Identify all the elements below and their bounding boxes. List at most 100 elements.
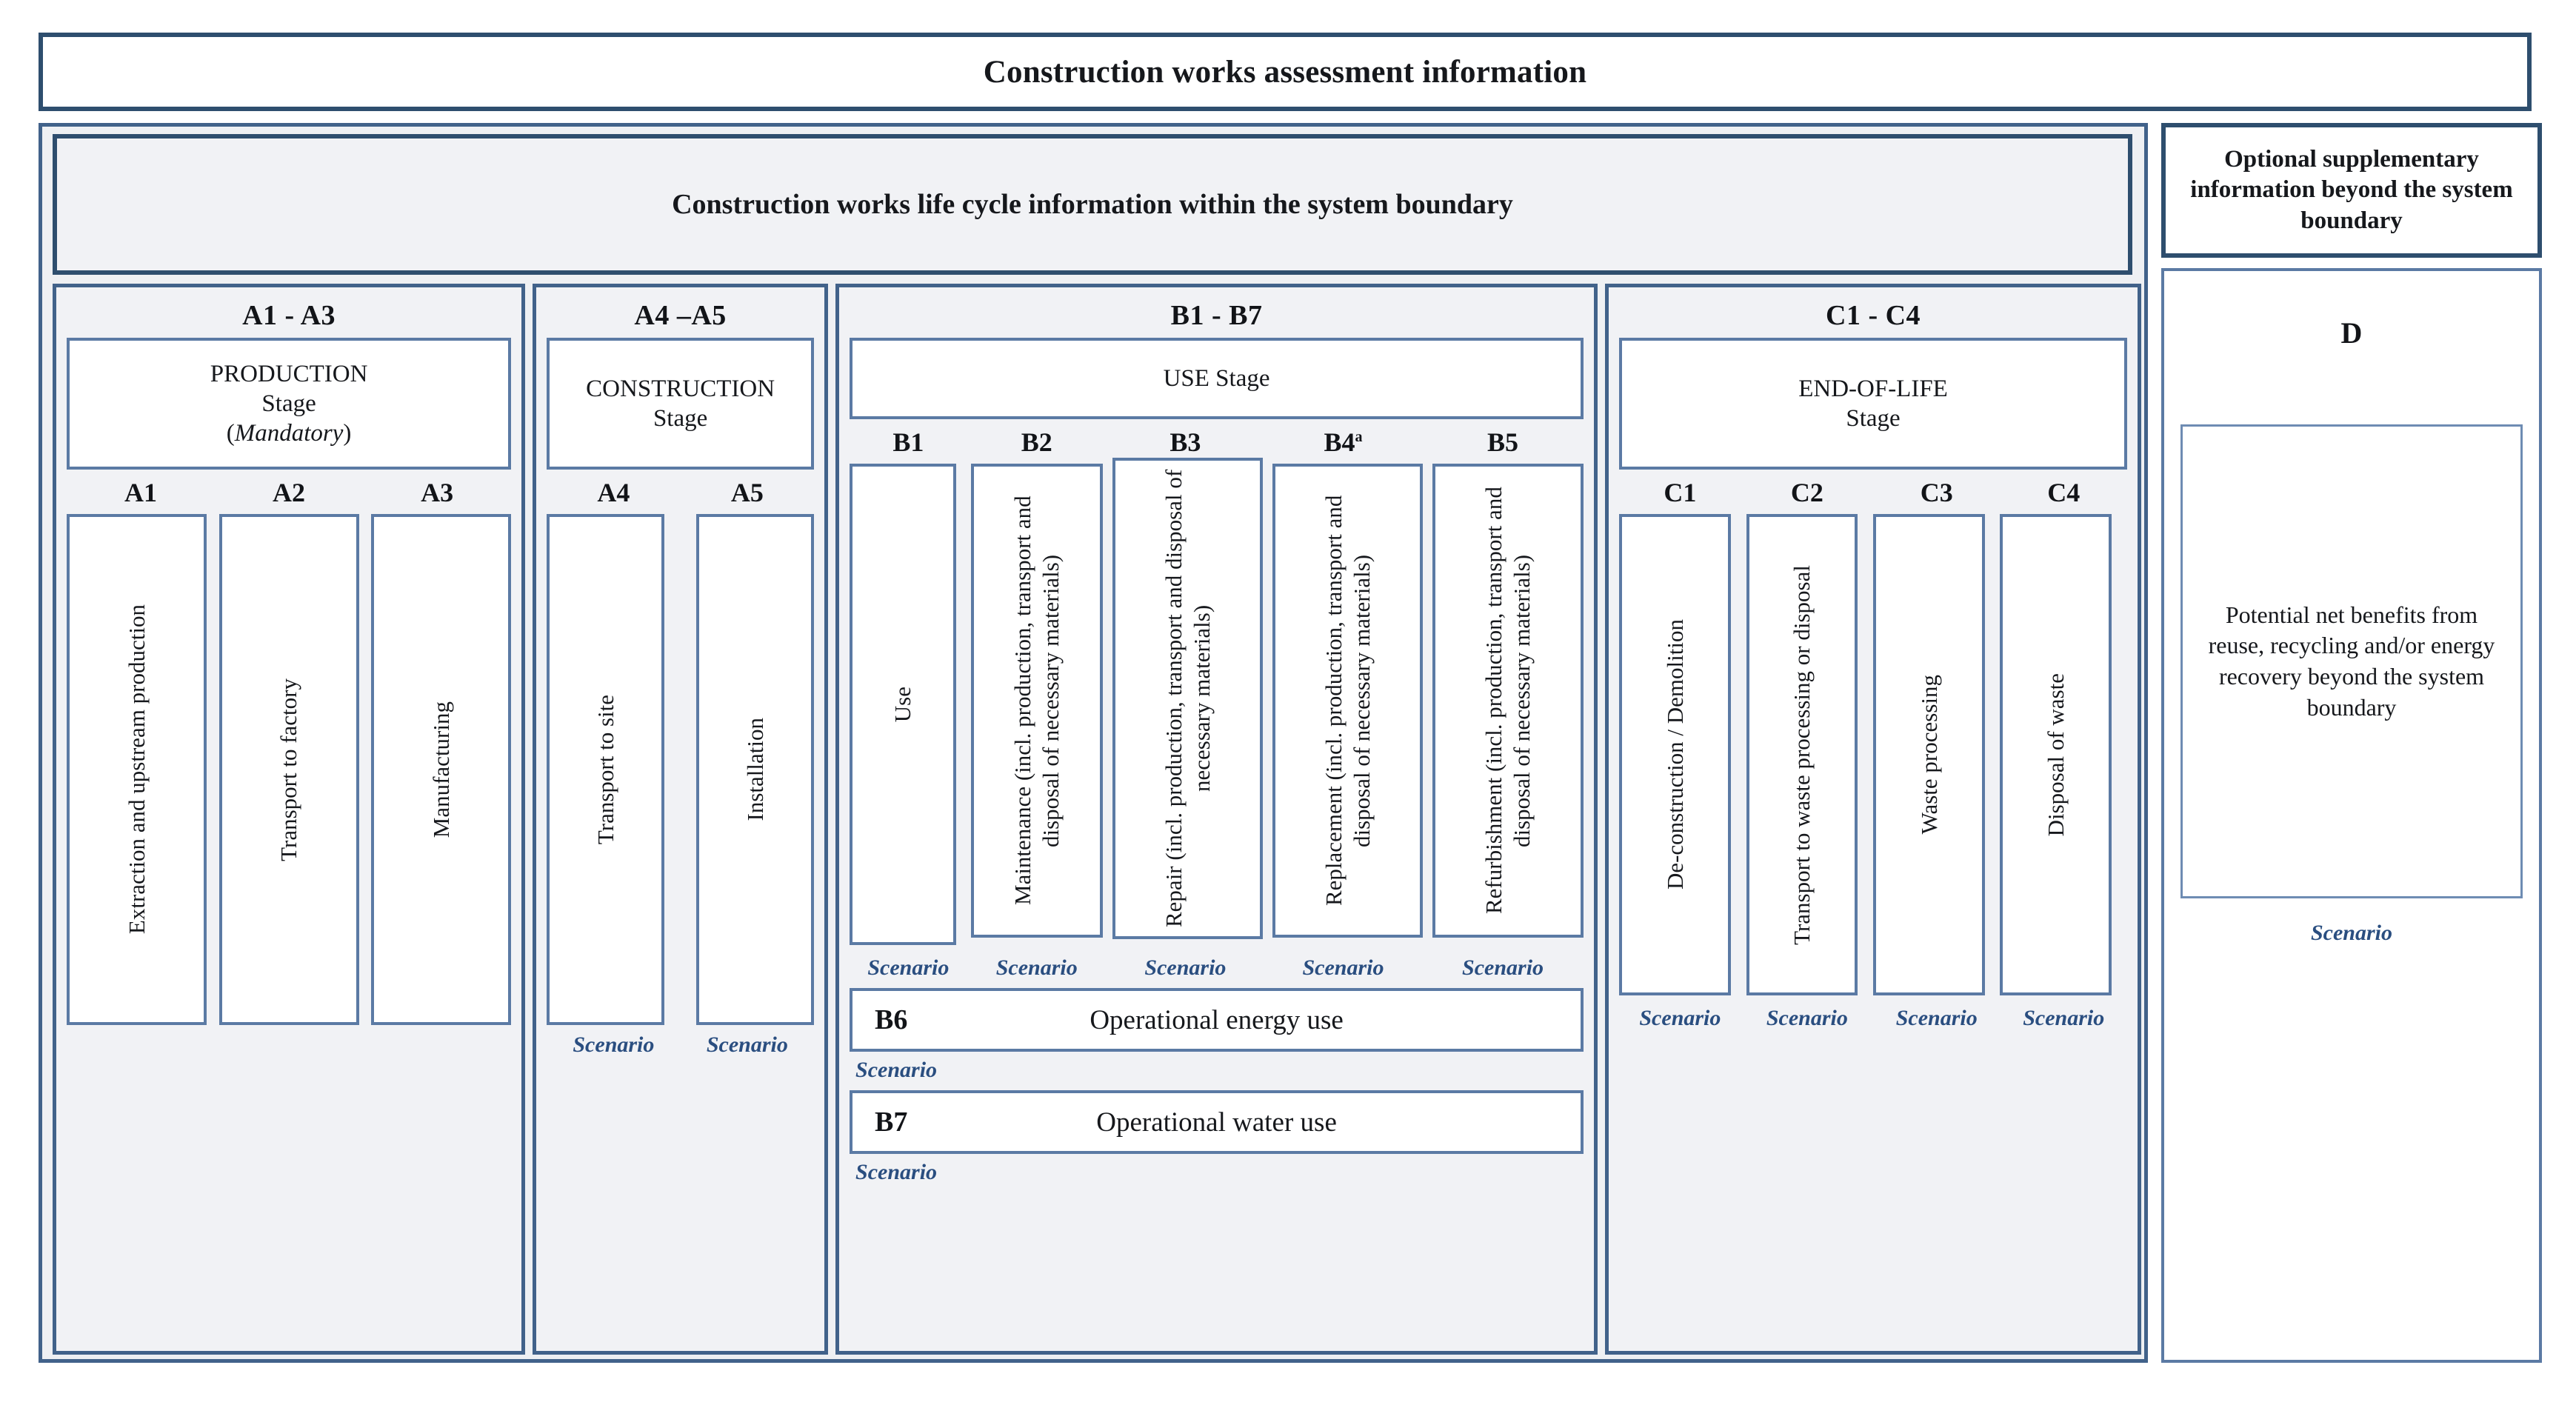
module-codes-a: A1 A2 A3 xyxy=(67,477,511,508)
scenario-label-a4: Scenario xyxy=(573,1032,655,1057)
scenario-label-b4: Scenario xyxy=(1302,955,1384,980)
module-code-b7: B7 xyxy=(875,1107,908,1138)
stage-name-construction: CONSTRUCTION Stage xyxy=(547,338,815,470)
module-label-c4: Disposal of waste xyxy=(2042,673,2069,837)
module-label-b1: Use xyxy=(889,686,915,723)
scenario-label-c1: Scenario xyxy=(1639,1006,1721,1030)
stage-code-a1-a3: A1 - A3 xyxy=(242,300,336,331)
module-bar-b6: B6 Operational energy use xyxy=(850,988,1584,1052)
scenario-label-b3: Scenario xyxy=(1144,955,1227,980)
stage-name-production: PRODUCTION Stage (A1Mandatory) xyxy=(67,338,512,470)
module-code-b1: B1 xyxy=(892,427,924,457)
stage-column-end-of-life: C1 - C4 END-OF-LIFE Stage C1 C2 C3 C4 De… xyxy=(1605,284,2141,1355)
module-box-c4: Disposal of waste xyxy=(2000,514,2112,995)
stage-code-a4-a5: A4 –A5 xyxy=(634,300,727,331)
module-box-a2: Transport to factory xyxy=(218,514,359,1025)
optional-supplementary-body: D Potential net benefits from reuse, rec… xyxy=(2161,268,2542,1363)
system-boundary-header: Construction works life cycle informatio… xyxy=(53,134,2132,275)
stage-name-line2: Stage xyxy=(261,390,316,417)
module-box-c2: Transport to waste processing or disposa… xyxy=(1746,514,1858,995)
scenario-row-b: Scenario Scenario Scenario Scenario Scen… xyxy=(850,955,1584,981)
module-code-b5: B5 xyxy=(1487,427,1519,457)
module-label-b4: Replacement (incl. production, transport… xyxy=(1320,495,1375,907)
banner-title: Construction works assessment informatio… xyxy=(983,54,1587,90)
module-boxes-b: Use Maintenance (incl. production, trans… xyxy=(850,458,1584,945)
module-code-b4: B4a xyxy=(1324,427,1363,457)
module-code-a2: A2 xyxy=(273,478,306,507)
stage-code-c1-c4: C1 - C4 xyxy=(1826,300,1921,331)
module-box-a1: Extraction and upstream production xyxy=(67,514,207,1025)
stage-name-line1: CONSTRUCTION xyxy=(586,375,775,402)
scenario-row-a45: Scenario Scenario xyxy=(547,1032,814,1058)
module-box-a4: Transport to site xyxy=(547,514,664,1025)
module-box-d: Potential net benefits from reuse, recyc… xyxy=(2180,424,2523,898)
module-boxes-a: Extraction and upstream production Trans… xyxy=(67,514,512,1025)
stage-name-end-of-life: END-OF-LIFE Stage xyxy=(1619,338,2127,470)
stage-column-production: A1 - A3 PRODUCTION Stage (A1Mandatory) A… xyxy=(53,284,526,1355)
module-box-b2: Maintenance (incl. production, transport… xyxy=(970,464,1103,938)
module-code-b2: B2 xyxy=(1021,427,1052,457)
scenario-label-b7: Scenario xyxy=(855,1160,938,1184)
module-box-a5: Installation xyxy=(696,514,815,1025)
module-box-c3: Waste processing xyxy=(1872,514,1985,995)
stage-code-b1-b7: B1 - B7 xyxy=(1170,300,1263,331)
stage-name-line2: Stage xyxy=(653,405,708,432)
module-label-a2: Transport to factory xyxy=(276,678,302,861)
module-boxes-a45: Transport to site Installation xyxy=(547,514,815,1025)
system-boundary-panel: Construction works life cycle informatio… xyxy=(39,123,2148,1363)
module-label-c2: Transport to waste processing or disposa… xyxy=(1789,564,1815,945)
module-code-c2: C2 xyxy=(1790,478,1823,507)
stage-name-use: USE Stage xyxy=(850,338,1584,419)
stage-name-line1: END-OF-LIFE xyxy=(1798,375,1948,402)
module-code-b6: B6 xyxy=(875,1004,908,1035)
lca-modules-diagram: Construction works assessment informatio… xyxy=(39,33,2542,1373)
system-boundary-title: Construction works life cycle informatio… xyxy=(672,189,1513,220)
module-code-a4: A4 xyxy=(597,478,630,507)
optional-supplementary-column: Optional supplementary information beyon… xyxy=(2161,123,2542,1363)
module-code-c3: C3 xyxy=(1920,478,1953,507)
module-box-b1: Use xyxy=(850,464,956,945)
module-code-d: D xyxy=(2340,316,2363,350)
scenario-label-c3: Scenario xyxy=(1895,1006,1978,1030)
stage-name-line1: PRODUCTION xyxy=(210,360,368,387)
stage-column-use: B1 - B7 USE Stage B1 B2 B3 B4a B5 Use xyxy=(835,284,1598,1355)
scenario-label-b2: Scenario xyxy=(995,955,1078,980)
module-codes-c: C1 C2 C3 C4 xyxy=(1619,477,2127,508)
scenario-label-c4: Scenario xyxy=(2023,1006,2105,1030)
module-box-b3: Repair (incl. production, transport and … xyxy=(1112,458,1263,939)
module-codes-b: B1 B2 B3 B4a B5 xyxy=(850,427,1584,458)
module-box-a3: Manufacturing xyxy=(371,514,512,1025)
scenario-label-d: Scenario xyxy=(2310,921,2392,945)
scenario-label-c2: Scenario xyxy=(1766,1006,1848,1030)
stage-columns: A1 - A3 PRODUCTION Stage (A1Mandatory) A… xyxy=(53,284,2141,1355)
module-label-c1: De-construction / Demolition xyxy=(1661,619,1688,890)
module-box-b5: Refurbishment (incl. production, transpo… xyxy=(1432,464,1584,938)
scenario-row-c: Scenario Scenario Scenario Scenario xyxy=(1619,1006,2127,1031)
module-boxes-c: De-construction / Demolition Transport t… xyxy=(1619,514,2127,995)
module-label-b6: Operational energy use xyxy=(1090,1004,1344,1035)
module-code-c4: C4 xyxy=(2047,478,2081,507)
module-bar-b7: B7 Operational water use xyxy=(850,1090,1584,1154)
module-code-a1: A1 xyxy=(124,478,158,507)
scenario-label-a5: Scenario xyxy=(706,1032,788,1057)
module-codes-a45: A4 A5 xyxy=(547,477,814,508)
module-code-c1: C1 xyxy=(1664,478,1697,507)
module-label-a5: Installation xyxy=(741,718,768,821)
module-label-a4: Transport to site xyxy=(592,694,618,845)
stage-name-line1: USE Stage xyxy=(1163,364,1270,392)
module-label-a1: Extraction and upstream production xyxy=(123,604,150,935)
scenario-label-b1: Scenario xyxy=(867,955,950,980)
module-label-b7: Operational water use xyxy=(1096,1107,1337,1138)
diagram-body: Construction works life cycle informatio… xyxy=(39,123,2542,1367)
module-box-c1: De-construction / Demolition xyxy=(1619,514,1731,995)
module-code-a5: A5 xyxy=(730,478,764,507)
module-label-c3: Waste processing xyxy=(1915,675,1942,835)
module-code-b3: B3 xyxy=(1169,427,1201,457)
scenario-label-b5: Scenario xyxy=(1462,955,1544,980)
stage-name-line3: (A1Mandatory) xyxy=(226,420,352,447)
optional-supplementary-title: Optional supplementary information beyon… xyxy=(2190,146,2513,234)
module-code-a3: A3 xyxy=(421,478,454,507)
stage-name-line2: Stage xyxy=(1846,405,1901,432)
assessment-information-banner: Construction works assessment informatio… xyxy=(39,33,2532,111)
module-label-d: Potential net benefits from reuse, recyc… xyxy=(2208,601,2495,721)
